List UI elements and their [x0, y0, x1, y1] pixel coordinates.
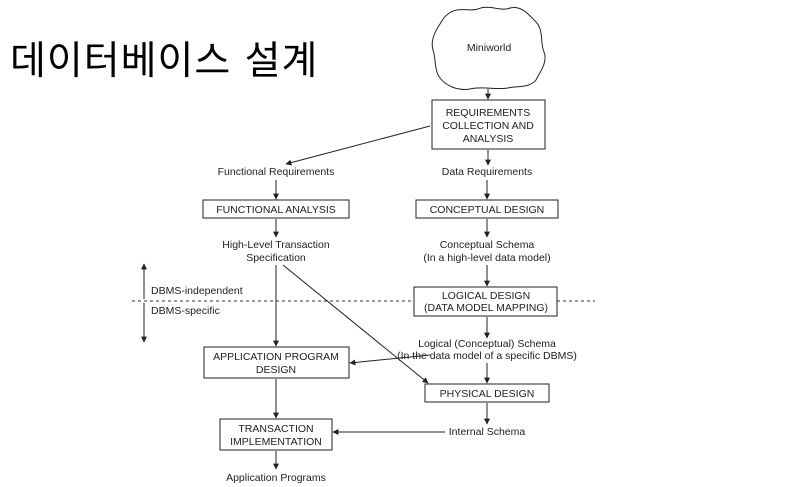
high-level-spec-label-1: High-Level Transaction	[222, 239, 330, 251]
dbms-independent-label: DBMS-independent	[151, 285, 243, 297]
data-requirements-label: Data Requirements	[442, 166, 532, 178]
requirements-label-1: REQUIREMENTS	[446, 107, 531, 119]
application-programs-label: Application Programs	[226, 472, 326, 484]
conceptual-schema-label-1: Conceptual Schema	[440, 239, 535, 251]
requirements-box	[431, 99, 546, 150]
functional-analysis-label: FUNCTIONAL ANALYSIS	[216, 204, 336, 216]
conceptual-design-box	[415, 199, 559, 219]
miniworld-label: Miniworld	[467, 42, 512, 54]
page-title: 데이터베이스 설계	[10, 39, 319, 84]
functional-requirements-label: Functional Requirements	[218, 166, 335, 178]
internal-schema-label: Internal Schema	[449, 426, 526, 438]
requirements-label-3: ANALYSIS	[463, 133, 514, 145]
logical-design-box	[413, 286, 558, 317]
transaction-implementation-label-1: TRANSACTION	[238, 423, 313, 435]
logical-schema-label-2: (In the data model of a specific DBMS)	[397, 350, 577, 362]
logical-design-label-1: LOGICAL DESIGN	[442, 290, 530, 302]
requirements-label-2: COLLECTION AND	[442, 120, 534, 132]
arrow-requirements-functional	[285, 125, 431, 166]
miniworld-cloud	[431, 6, 546, 90]
application-program-design-label-1: APPLICATION PROGRAM	[213, 351, 339, 363]
dbms-specific-label: DBMS-specific	[151, 305, 220, 317]
transaction-implementation-box	[219, 418, 333, 451]
logical-design-label-2: (DATA MODEL MAPPING)	[424, 302, 548, 314]
flow-arrows	[273, 89, 491, 470]
application-program-design-box	[203, 346, 350, 379]
conceptual-design-label: CONCEPTUAL DESIGN	[430, 204, 545, 216]
arrow-logical-schema-app-design	[349, 354, 431, 366]
physical-design-box	[424, 383, 550, 403]
transaction-implementation-label-2: IMPLEMENTATION	[230, 436, 322, 448]
application-program-design-label-2: DESIGN	[256, 364, 296, 376]
conceptual-schema-label-2: (In a high-level data model)	[423, 252, 550, 264]
high-level-spec-label-2: Specification	[246, 252, 306, 264]
arrow-spec-physical	[282, 264, 429, 384]
logical-schema-label-1: Logical (Conceptual) Schema	[418, 338, 556, 350]
functional-analysis-box	[202, 199, 350, 219]
physical-design-label: PHYSICAL DESIGN	[440, 388, 535, 400]
